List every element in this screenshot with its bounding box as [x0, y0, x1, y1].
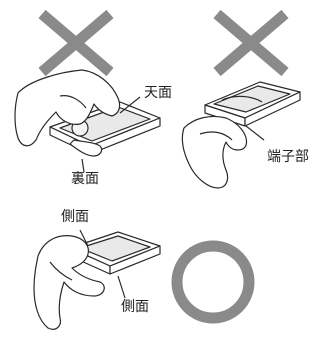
wrong-cross-mark-left — [38, 9, 114, 77]
label-side-upper: 側面 — [60, 209, 90, 225]
label-top-face: 天面 — [143, 85, 173, 101]
label-bottom-face: 裏面 — [70, 171, 100, 187]
drive-illustration-terminal — [181, 81, 301, 189]
label-terminal: 端子部 — [266, 149, 310, 165]
label-side-lower: 側面 — [120, 299, 150, 315]
correct-circle-mark — [171, 240, 255, 324]
drive-illustration-top-bottom — [14, 69, 161, 173]
drive-illustration-sides — [33, 229, 161, 330]
wrong-cross-mark-right — [213, 9, 289, 77]
